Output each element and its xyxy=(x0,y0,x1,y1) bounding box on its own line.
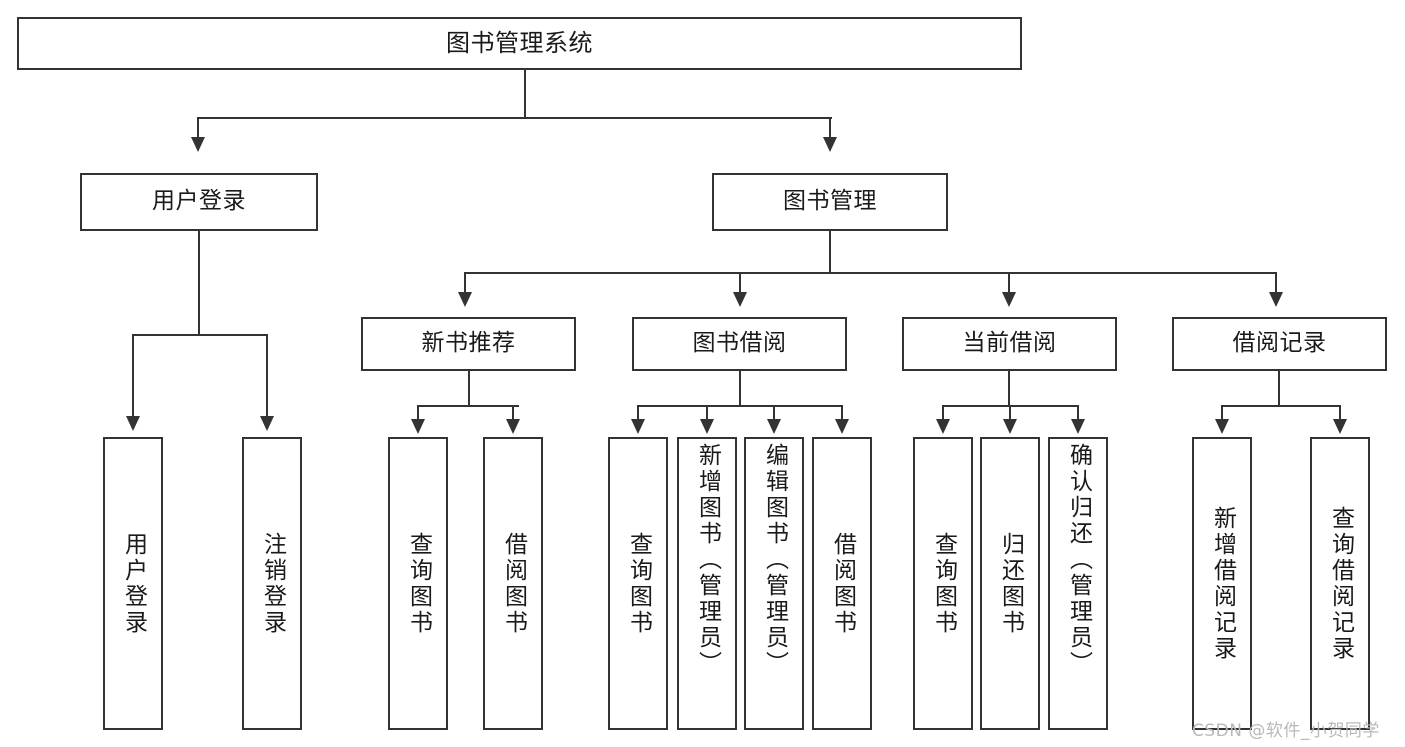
leaf-bb-query-book[interactable]: 查询图书 xyxy=(608,437,668,730)
connector-drop-leaf-cb-3 xyxy=(1077,405,1079,421)
node-label: 借阅记录 xyxy=(1232,330,1327,357)
connector-drop-book-management xyxy=(829,117,831,139)
leaf-label: 查询图书 xyxy=(930,531,957,636)
connector-current-borrow-stem xyxy=(1008,371,1010,407)
connector-drop-leaf-user-login-1 xyxy=(132,334,134,418)
connector-borrow-record-stem xyxy=(1278,371,1280,407)
leaf-user-login-logout[interactable]: 注销登录 xyxy=(242,437,302,730)
node-label: 图书管理系统 xyxy=(446,29,593,58)
leaf-br-query-record[interactable]: 查询借阅记录 xyxy=(1310,437,1370,730)
connector-drop-leaf-bb-4 xyxy=(841,405,843,421)
connector-drop-leaf-cb-1 xyxy=(942,405,944,421)
connector-root-stem xyxy=(524,70,526,118)
connector-new-book-recommend-bus xyxy=(417,405,519,407)
connector-drop-current-borrow xyxy=(1008,272,1010,294)
leaf-cb-return-book[interactable]: 归还图书 xyxy=(980,437,1040,730)
arrowhead-leaf-user-login-1 xyxy=(126,416,140,431)
connector-drop-leaf-cb-2 xyxy=(1009,405,1011,421)
connector-level3-bus xyxy=(464,272,1276,274)
connector-drop-borrow-record xyxy=(1275,272,1277,294)
node-label: 新书推荐 xyxy=(421,330,516,357)
arrowhead-leaf-br-2 xyxy=(1333,419,1347,434)
leaf-user-login-login[interactable]: 用户登录 xyxy=(103,437,163,730)
leaf-label: 查询图书 xyxy=(405,531,432,636)
leaf-label: 归还图书 xyxy=(997,531,1024,636)
connector-drop-leaf-bb-1 xyxy=(637,405,639,421)
connector-drop-leaf-nbr-2 xyxy=(512,405,514,421)
arrowhead-leaf-bb-1 xyxy=(631,419,645,434)
leaf-label: 注销登录 xyxy=(259,531,286,636)
connector-level2-bus xyxy=(197,117,832,119)
leaf-label: 确认归还（管理员） xyxy=(1065,443,1092,677)
node-label: 图书管理 xyxy=(783,188,877,215)
connector-new-book-recommend-stem xyxy=(468,371,470,407)
connector-drop-leaf-br-2 xyxy=(1339,405,1341,421)
connector-book-borrow-stem xyxy=(739,371,741,407)
arrowhead-leaf-cb-3 xyxy=(1071,419,1085,434)
connector-drop-leaf-user-login-2 xyxy=(266,334,268,418)
connector-user-login-bus xyxy=(132,334,268,336)
arrowhead-leaf-user-login-2 xyxy=(260,416,274,431)
leaf-label: 借阅图书 xyxy=(500,531,527,636)
leaf-bb-add-book-admin[interactable]: 新增图书（管理员） xyxy=(677,437,737,730)
node-label: 图书借阅 xyxy=(692,330,787,357)
arrowhead-leaf-bb-4 xyxy=(835,419,849,434)
arrowhead-borrow-record xyxy=(1269,292,1283,307)
arrowhead-user-login xyxy=(191,137,205,152)
arrowhead-new-book-recommend xyxy=(458,292,472,307)
node-current-borrow[interactable]: 当前借阅 xyxy=(902,317,1117,371)
node-label: 用户登录 xyxy=(152,188,246,215)
arrowhead-leaf-cb-2 xyxy=(1003,419,1017,434)
watermark-text: CSDN @软件_小贺同学 xyxy=(1192,721,1380,741)
connector-drop-leaf-bb-2 xyxy=(706,405,708,421)
node-new-book-recommend[interactable]: 新书推荐 xyxy=(361,317,576,371)
connector-drop-book-borrow xyxy=(739,272,741,294)
leaf-label: 编辑图书（管理员） xyxy=(761,443,788,677)
connector-drop-new-book-recommend xyxy=(464,272,466,294)
connector-drop-leaf-bb-3 xyxy=(773,405,775,421)
leaf-nbr-query-book[interactable]: 查询图书 xyxy=(388,437,448,730)
leaf-label: 新增借阅记录 xyxy=(1209,505,1236,662)
arrowhead-current-borrow xyxy=(1002,292,1016,307)
arrowhead-leaf-cb-1 xyxy=(936,419,950,434)
node-book-borrow[interactable]: 图书借阅 xyxy=(632,317,847,371)
node-book-management-system[interactable]: 图书管理系统 xyxy=(17,17,1022,70)
leaf-label: 查询图书 xyxy=(625,531,652,636)
leaf-bb-edit-book-admin[interactable]: 编辑图书（管理员） xyxy=(744,437,804,730)
node-borrow-record[interactable]: 借阅记录 xyxy=(1172,317,1387,371)
connector-book-management-stem xyxy=(829,231,831,273)
connector-user-login-stem xyxy=(198,231,200,335)
node-user-login[interactable]: 用户登录 xyxy=(80,173,318,231)
arrowhead-leaf-bb-2 xyxy=(700,419,714,434)
connector-drop-leaf-nbr-1 xyxy=(417,405,419,421)
leaf-label: 借阅图书 xyxy=(829,531,856,636)
leaf-label: 用户登录 xyxy=(120,531,147,636)
arrowhead-leaf-bb-3 xyxy=(767,419,781,434)
connector-drop-leaf-br-1 xyxy=(1221,405,1223,421)
arrowhead-leaf-br-1 xyxy=(1215,419,1229,434)
leaf-br-add-record[interactable]: 新增借阅记录 xyxy=(1192,437,1252,730)
connector-borrow-record-bus xyxy=(1221,405,1340,407)
leaf-label: 新增图书（管理员） xyxy=(694,443,721,677)
leaf-label: 查询借阅记录 xyxy=(1327,505,1354,662)
leaf-cb-confirm-return-admin[interactable]: 确认归还（管理员） xyxy=(1048,437,1108,730)
arrowhead-book-borrow xyxy=(733,292,747,307)
connector-book-borrow-bus xyxy=(637,405,842,407)
connector-drop-user-login xyxy=(197,117,199,139)
arrowhead-leaf-nbr-1 xyxy=(411,419,425,434)
leaf-cb-query-book[interactable]: 查询图书 xyxy=(913,437,973,730)
arrowhead-book-management xyxy=(823,137,837,152)
leaf-nbr-borrow-book[interactable]: 借阅图书 xyxy=(483,437,543,730)
node-label: 当前借阅 xyxy=(962,330,1057,357)
node-book-management[interactable]: 图书管理 xyxy=(712,173,948,231)
arrowhead-leaf-nbr-2 xyxy=(506,419,520,434)
leaf-bb-borrow-book[interactable]: 借阅图书 xyxy=(812,437,872,730)
